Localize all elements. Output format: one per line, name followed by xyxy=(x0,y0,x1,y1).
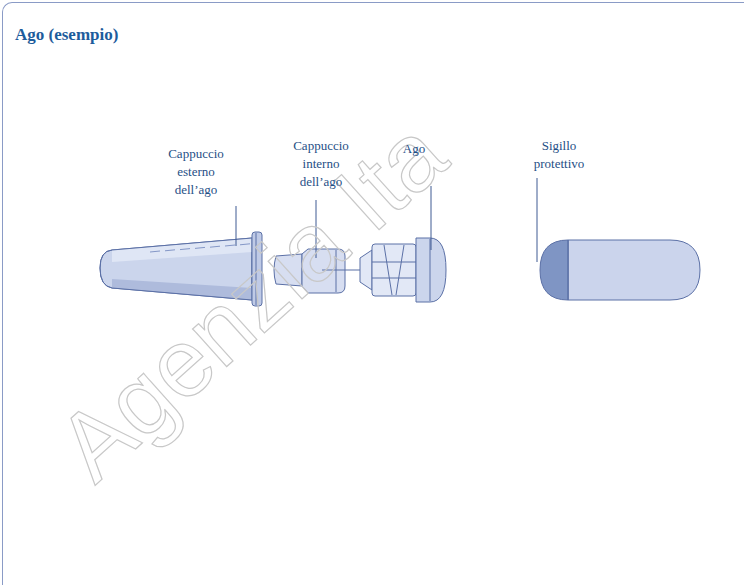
panel-title: Ago (esempio) xyxy=(15,25,118,45)
part-label: Cappuccio interno dell’ago xyxy=(285,137,357,191)
protective-seal xyxy=(540,240,700,300)
part-label: Cappuccio esterno dell’ago xyxy=(160,145,232,199)
part-label: Ago xyxy=(392,140,436,158)
watermark: Agenzia Ita xyxy=(36,99,467,502)
part-label: Sigillo protettivo xyxy=(526,137,592,173)
